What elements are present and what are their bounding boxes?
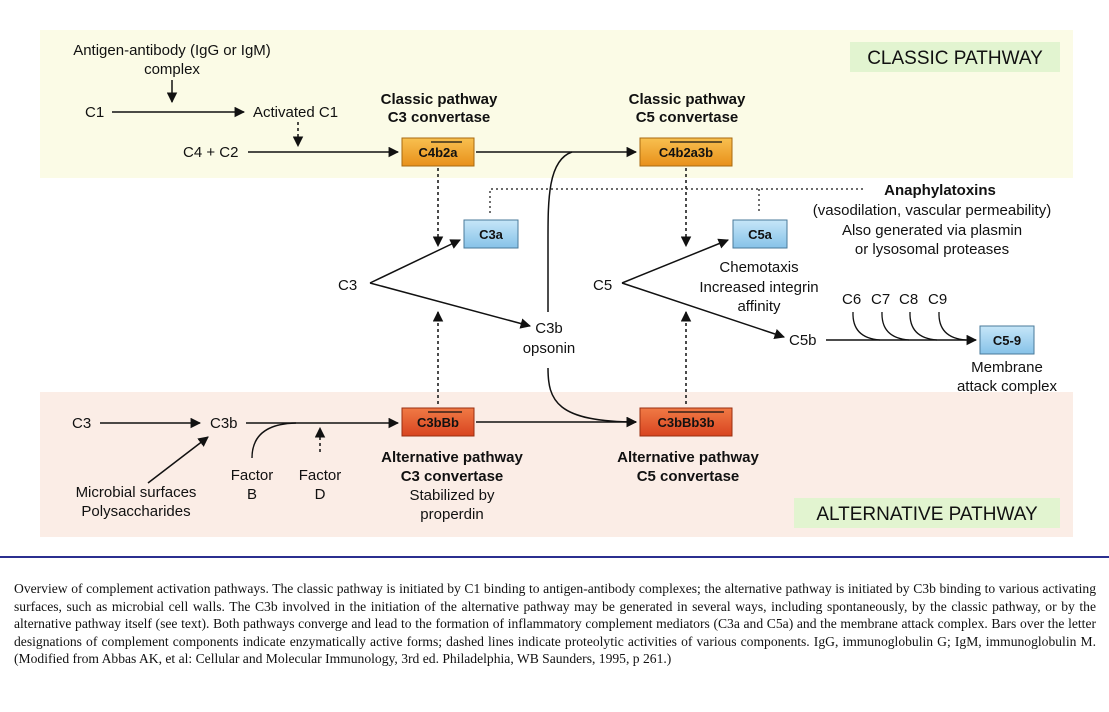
c1-label: C1 <box>85 104 104 121</box>
c5-to-c5a-arrow <box>621 238 729 284</box>
factor-b-label2: B <box>247 486 257 503</box>
c9-label: C9 <box>928 291 947 308</box>
anaphylatoxins-label: Anaphylatoxins <box>884 182 996 199</box>
microbial-label2: Polysaccharides <box>81 503 190 520</box>
c5a-box <box>732 219 788 249</box>
c8-join-curve <box>909 311 938 341</box>
factor-b-label1: Factor <box>231 467 274 484</box>
microbial-label1: Microbial surfaces <box>76 484 197 501</box>
antigen-label-line2: complex <box>144 61 200 78</box>
c5a-label: C5a <box>748 227 773 242</box>
c3b-mid-label: C3b <box>535 320 563 337</box>
factor-d-label2: D <box>315 486 326 503</box>
chemotaxis-label: Chemotaxis <box>719 259 798 276</box>
c5-9-box <box>979 325 1035 355</box>
classic-c3-convertase-title1: Classic pathway <box>381 91 498 108</box>
c4b2a-box <box>401 137 475 167</box>
classic-c5-convertase-title1: Classic pathway <box>629 91 746 108</box>
factor-d-label1: Factor <box>299 467 342 484</box>
c5-9-label: C5-9 <box>993 333 1021 348</box>
classic-pathway-tag: CLASSIC PATHWAY <box>867 48 1043 69</box>
c4b2a3b-box <box>639 137 733 167</box>
c3a-box <box>463 219 519 249</box>
c5b-label: C5b <box>789 332 817 349</box>
c3bbb3b-box <box>639 407 733 437</box>
classic-c5-convertase-title2: C5 convertase <box>636 109 739 126</box>
c3bbb-box <box>401 407 475 437</box>
integrin-label1: Increased integrin <box>699 279 818 296</box>
alt-c5-convertase-title1: Alternative pathway <box>617 449 759 466</box>
anaphylatoxin-dotted-line <box>489 188 866 213</box>
c7-join-curve <box>881 311 910 341</box>
microbial-arrow <box>147 436 209 484</box>
classic-c3-convertase-title2: C3 convertase <box>388 109 491 126</box>
c4-c2-label: C4 + C2 <box>183 144 238 161</box>
figure-caption: Overview of complement activation pathwa… <box>14 581 1096 666</box>
alt-c5-convertase-title2: C5 convertase <box>637 468 740 485</box>
c5-to-c5b-arrow <box>621 282 785 339</box>
classic-pathway-tag-bg <box>850 42 1060 72</box>
c3-to-c3b-arrow <box>369 282 532 329</box>
antigen-label-line1: Antigen-antibody (IgG or IgM) <box>73 42 271 59</box>
alt-c3-convertase-title2: C3 convertase <box>401 468 504 485</box>
c7-label: C7 <box>871 291 890 308</box>
factor-b-join-curve <box>251 422 297 459</box>
integrin-label2: affinity <box>737 298 781 315</box>
c3bbb-label: C3bBb <box>417 415 459 430</box>
mac-label1: Membrane <box>971 359 1043 376</box>
c9-join-curve <box>938 311 967 341</box>
activated-c1-label: Activated C1 <box>253 104 338 121</box>
anaphylatoxins-desc3: or lysosomal proteases <box>855 241 1009 258</box>
mac-label2: attack complex <box>957 378 1058 395</box>
c3a-label: C3a <box>479 227 504 242</box>
c6-join-curve <box>852 311 881 341</box>
alt-c3-convertase-title1: Alternative pathway <box>381 449 523 466</box>
c4b2a3b-label: C4b2a3b <box>659 145 713 160</box>
c5-mid-label: C5 <box>593 277 612 294</box>
c8-label: C8 <box>899 291 918 308</box>
c3b-alt-label: C3b <box>210 415 238 432</box>
stabilized-label1: Stabilized by <box>409 487 495 504</box>
complement-pathway-diagram: CLASSIC PATHWAY ALTERNATIVE PATHWAY Anti… <box>0 30 1109 558</box>
c3-to-c3a-arrow <box>369 239 461 284</box>
alternative-pathway-tag-bg <box>794 498 1060 528</box>
stabilized-label2: properdin <box>420 506 483 523</box>
c4b2a-label: C4b2a <box>418 145 458 160</box>
anaphylatoxins-desc2: Also generated via plasmin <box>842 222 1022 239</box>
anaphylatoxins-desc1: (vasodilation, vascular permeability) <box>813 202 1051 219</box>
c6-label: C6 <box>842 291 861 308</box>
opsonin-label: opsonin <box>523 340 576 357</box>
alternative-pathway-tag: ALTERNATIVE PATHWAY <box>816 504 1038 525</box>
c3-alt-label: C3 <box>72 415 91 432</box>
crossover-curve <box>547 151 636 422</box>
c3-mid-label: C3 <box>338 277 357 294</box>
c3bbb3b-label: C3bBb3b <box>657 415 714 430</box>
